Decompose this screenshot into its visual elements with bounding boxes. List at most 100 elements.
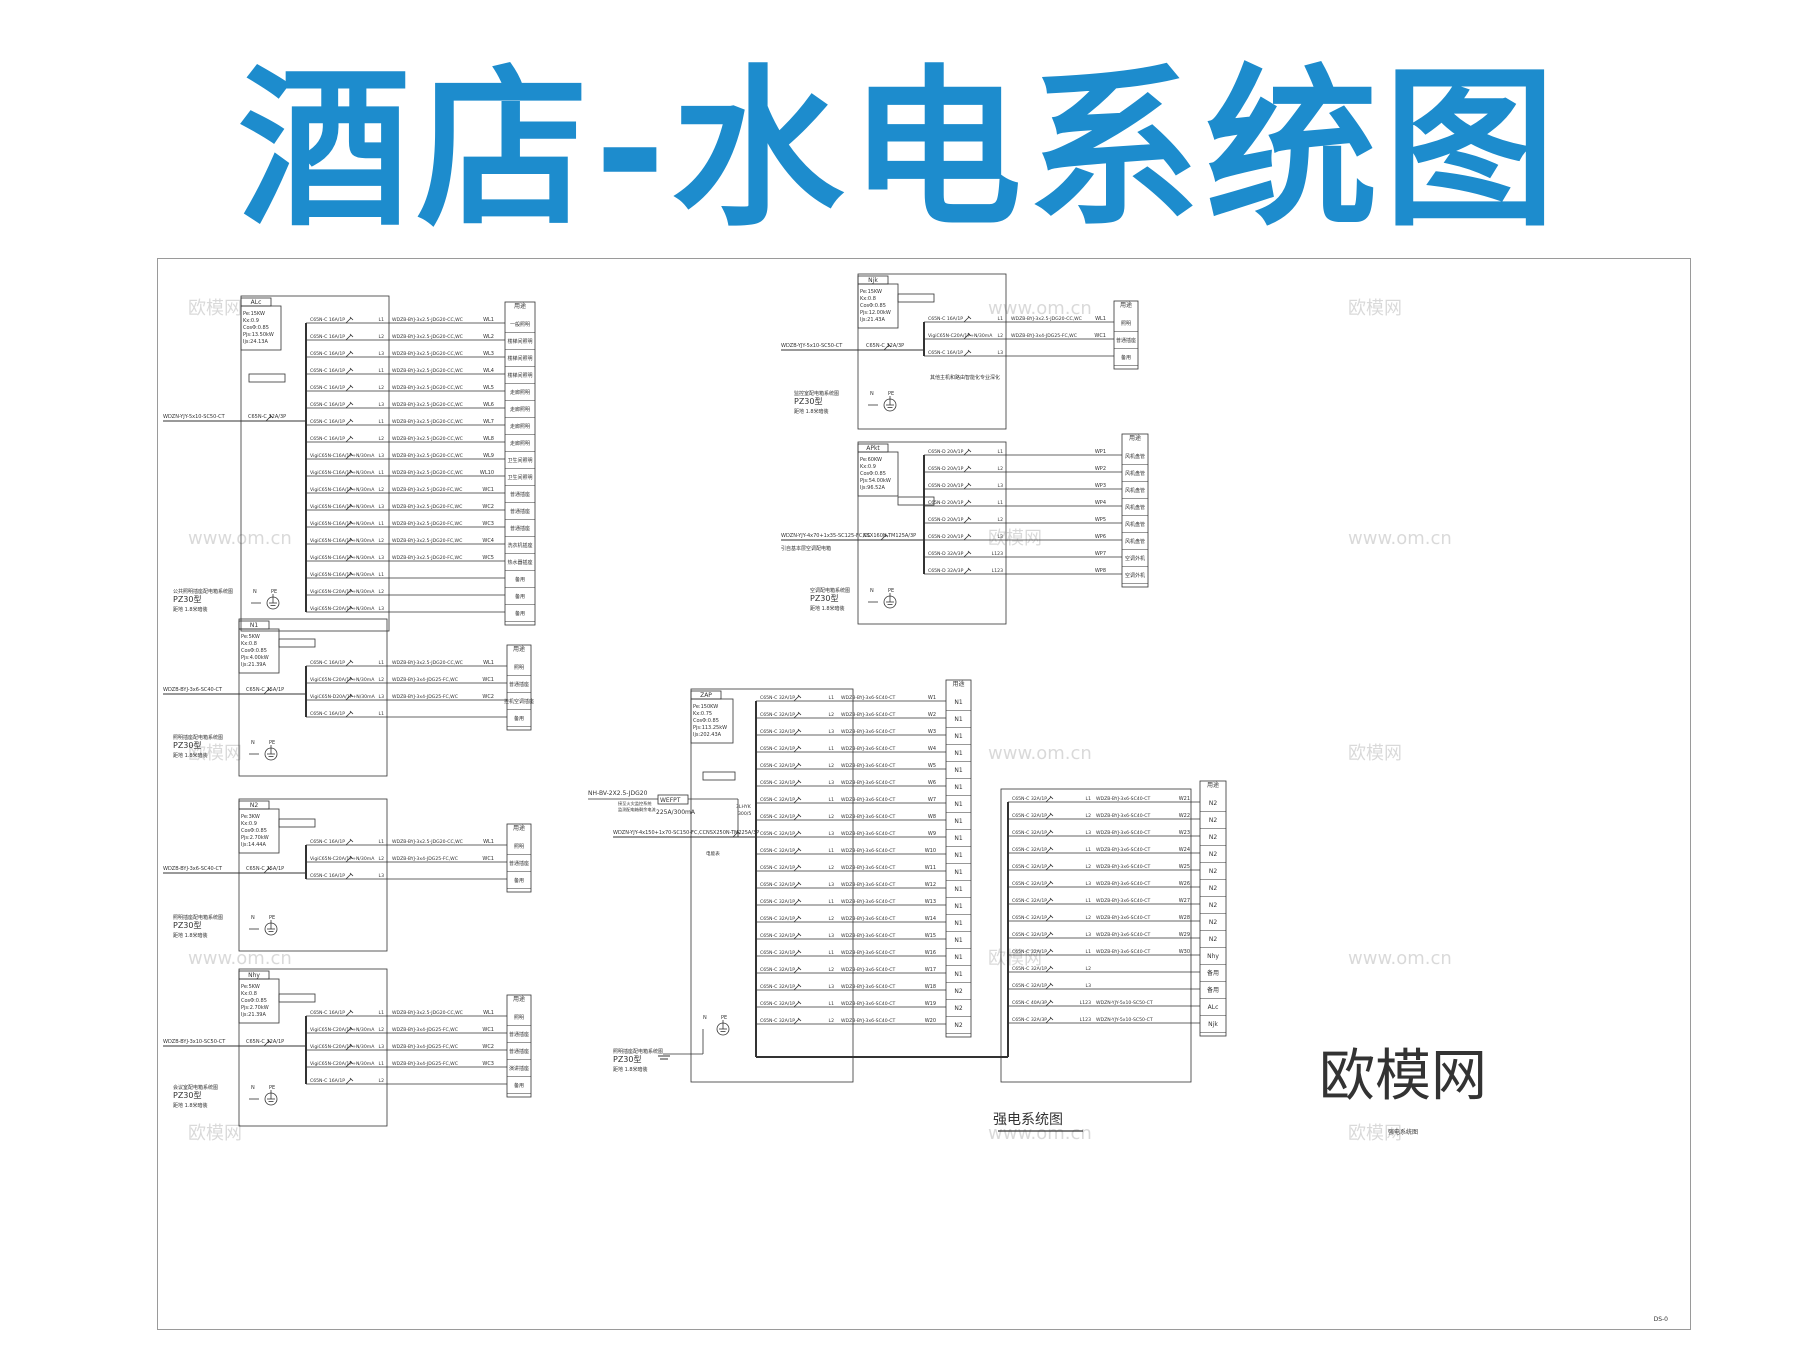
- circuit-cable: WDZB-BYJ-3x6-SC40-CT: [841, 1018, 895, 1024]
- caption-line: PZ30型: [173, 921, 201, 930]
- panel-id: Njk: [868, 277, 878, 284]
- circuit-phase: L2: [829, 814, 835, 820]
- circuit-phase: L2: [379, 436, 385, 442]
- circuit-cable: WDZB-BYJ-3x6-SC40-CT: [841, 882, 895, 888]
- breaker-symbol: [345, 385, 352, 392]
- circuit-breaker: C65N-D 32A/3P: [928, 551, 964, 557]
- circuit-cable: WDZB-BYJ-3x4-JDG25-FC,WC: [392, 1061, 458, 1067]
- breaker-symbol: [1049, 863, 1054, 868]
- circuit-use: 空调外机: [1125, 572, 1145, 579]
- pe-label: PE: [269, 1085, 275, 1091]
- circuit-use: 照明: [1121, 321, 1131, 327]
- circuit-use: 照明: [514, 844, 524, 850]
- circuit-breaker: C65N-C 32A/1P: [760, 848, 795, 854]
- circuit-cable: WDZB-BYJ-3x2.5-JDG20-FC,WC: [392, 521, 462, 527]
- circuit-number: WP1: [1095, 449, 1106, 455]
- n-label: N: [870, 588, 874, 594]
- circuit-use: N2: [1209, 817, 1217, 824]
- circuit-cable: WDZB-BYJ-3x2.5-JDG20-FC,WC: [392, 487, 462, 493]
- circuit-breaker: VigiC65N-C20A/1P+N/30mA: [310, 1044, 375, 1050]
- watermark-text: 欧模网: [188, 743, 242, 764]
- breaker-symbol: [345, 334, 352, 341]
- use-column: [506, 644, 532, 731]
- breaker-symbol: [793, 984, 800, 991]
- circuit-number: WC2: [482, 1044, 494, 1050]
- circuit-phase: L1: [1086, 847, 1092, 853]
- breaker-symbol: [963, 534, 970, 541]
- circuit-breaker: C65N-C 32A/1P: [760, 967, 795, 973]
- breaker-symbol: [345, 487, 352, 494]
- breaker-symbol: [345, 538, 352, 545]
- breaker-symbol: [793, 814, 800, 821]
- circuit-cable: WDZB-BYJ-3x6-SC40-CT: [841, 933, 895, 939]
- panel-param: Pe:15KW: [860, 289, 882, 295]
- circuit-number: WL7: [483, 419, 494, 425]
- breaker-symbol: [797, 1000, 802, 1005]
- watermark-text: www.om.cn: [988, 743, 1092, 764]
- breaker-symbol: [349, 503, 354, 508]
- panel-params-box: [857, 451, 899, 497]
- caption-line: 距地 1.8米暗装: [173, 932, 208, 939]
- watermark-text: www.om.cn: [988, 1123, 1092, 1144]
- circuit-phase: L1: [1086, 949, 1092, 955]
- breaker-symbol: [345, 606, 352, 613]
- panel-enclosure: [238, 618, 388, 777]
- caption-line: 会议室配电箱系统图: [173, 1084, 218, 1091]
- breaker-symbol: [349, 1060, 354, 1065]
- circuit-use: N1: [954, 818, 962, 825]
- breaker-symbol: [1045, 983, 1052, 990]
- circuit-number: WL1: [483, 839, 494, 845]
- breaker-symbol: [349, 316, 354, 321]
- breaker-symbol: [345, 856, 352, 863]
- circuit-cable: WDZB-BYJ-3x4-JDG25-FC,WC: [392, 856, 458, 862]
- circuit-number: W2: [928, 712, 936, 718]
- n-label: N: [703, 1015, 707, 1021]
- feeder-source: 引自基本层空调配电箱: [781, 545, 831, 552]
- nameplate-box: [897, 293, 935, 303]
- circuit-phase: L3: [379, 606, 385, 612]
- breaker-symbol: [884, 533, 889, 538]
- breaker-symbol: [349, 838, 354, 843]
- circuit-phase: L3: [1086, 932, 1092, 938]
- circuit-cable: WDZB-BYJ-3x2.5-JDG20-FC,WC: [392, 555, 462, 561]
- use-header: 用途: [1207, 781, 1219, 789]
- circuit-cable: WDZB-BYJ-3x6-SC40-CT: [841, 899, 895, 905]
- circuit-number: WC1: [482, 487, 494, 493]
- breaker-symbol: [963, 551, 970, 558]
- circuit-breaker: C65N-C 16A/1P: [928, 316, 963, 322]
- circuit-cable: WDZB-BYJ-3x6-SC40-CT: [841, 865, 895, 871]
- circuit-breaker: C65N-C 32A/1P: [1012, 915, 1047, 921]
- circuit-breaker: VigiC65N-C16A/1P+N/30mA: [310, 521, 375, 527]
- circuit-cable: WDZB-BYJ-3x6-SC40-CT: [841, 916, 895, 922]
- panel-param: Pe:3KW: [241, 814, 260, 820]
- breaker-symbol: [1049, 999, 1054, 1004]
- circuit-number: WC3: [482, 521, 494, 527]
- breaker-symbol: [797, 745, 802, 750]
- circuit-use: 备用: [514, 877, 524, 884]
- circuit-cable: WDZB-BYJ-3x6-SC40-CT: [1096, 949, 1150, 955]
- circuit-cable: WDZB-BYJ-3x6-SC40-CT: [841, 984, 895, 990]
- panel-param: CosΦ:0.85: [860, 303, 886, 309]
- circuit-phase: L2: [1086, 813, 1092, 819]
- circuit-use: 备用: [515, 576, 525, 583]
- watermark-text: 欧模网: [988, 948, 1042, 969]
- spd-label: 3LHYK: [736, 804, 752, 810]
- circuit-number: WP3: [1095, 483, 1106, 489]
- use-column: [504, 301, 536, 626]
- circuit-number: W21: [1179, 796, 1190, 802]
- breaker-symbol: [793, 763, 800, 770]
- breaker-symbol: [1049, 948, 1054, 953]
- circuit-breaker: C65N-C 16A/1P: [310, 660, 345, 666]
- circuit-use: ALc: [1208, 1004, 1219, 1011]
- breaker-symbol: [797, 1017, 802, 1022]
- breaker-symbol: [349, 350, 354, 355]
- circuit-cable: WDZB-BYJ-3x6-SC40-CT: [1096, 881, 1150, 887]
- panel-param: Kx:0.9: [860, 464, 876, 470]
- circuit-breaker: C65N-C 32A/1P: [760, 865, 795, 871]
- main-breaker: C65N-C 32A/3P: [248, 414, 286, 420]
- circuit-breaker: C65N-C 32A/1P: [1012, 847, 1047, 853]
- watermark-text: 欧模网: [1348, 298, 1402, 319]
- use-header: 用途: [513, 995, 525, 1003]
- breaker-symbol: [797, 779, 802, 784]
- circuit-use: N1: [954, 903, 962, 910]
